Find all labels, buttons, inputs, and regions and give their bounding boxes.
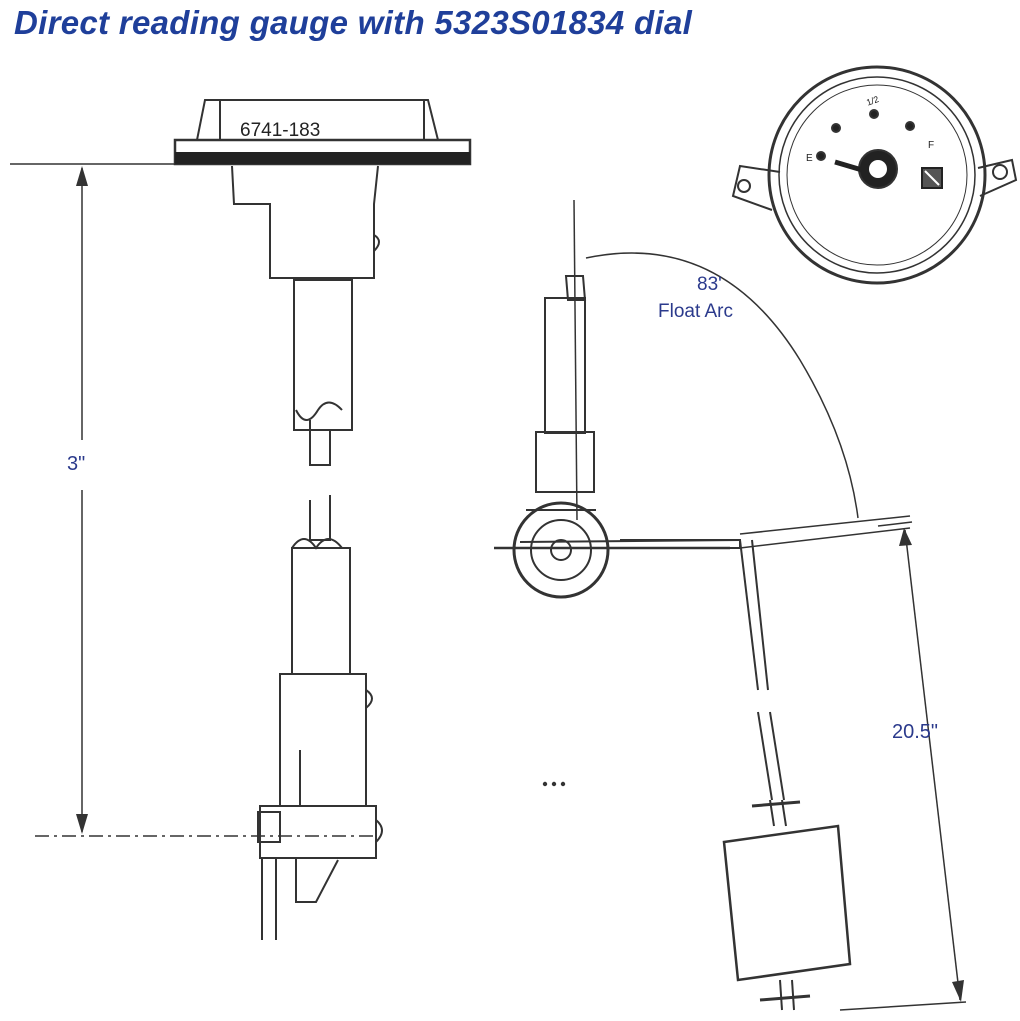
height-dimension-label: 3" xyxy=(67,453,85,475)
height-dimension xyxy=(10,163,378,837)
float-assembly xyxy=(494,199,967,1011)
float-arc-caption-label: Float Arc xyxy=(658,301,733,322)
float-arc-angle-label: 83' xyxy=(697,274,722,295)
diagram-title: Direct reading gauge with 5323S01834 dia… xyxy=(14,4,693,41)
sender-side-view xyxy=(173,99,472,940)
rod-length-label: 20.5" xyxy=(892,721,938,743)
dial-half-mark: 1/2 xyxy=(865,94,880,108)
part-number-label: 6741-183 xyxy=(240,120,320,141)
dial-empty-mark: E xyxy=(806,153,813,164)
dial-full-mark: F xyxy=(928,140,934,151)
gauge-dial xyxy=(731,65,1018,285)
